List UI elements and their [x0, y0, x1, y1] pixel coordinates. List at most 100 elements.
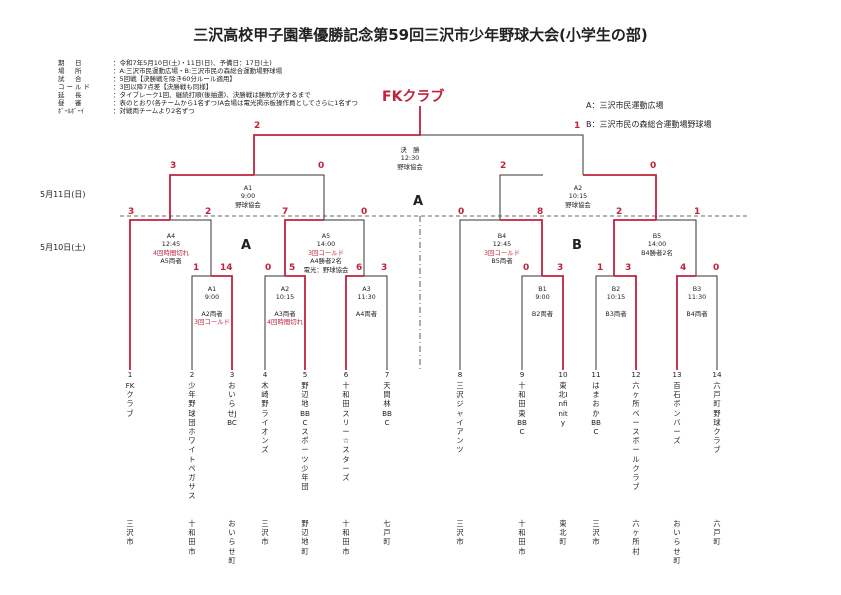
- match-note: 3回コールド: [193, 318, 231, 327]
- team-name: はまおかBBC: [591, 381, 601, 437]
- match-time: 9:00: [204, 293, 220, 302]
- match-id: B4: [497, 232, 507, 240]
- team-number: 6: [343, 370, 349, 379]
- match-r1-a3: A3 11:30 A4両者: [346, 285, 387, 318]
- team-city: 十和田市: [342, 519, 350, 556]
- match-time: 14:00: [647, 240, 667, 249]
- match-time: 10:15: [568, 192, 588, 201]
- match-note: 4回時間切れ: [152, 248, 190, 257]
- score-ra3-right: 3: [381, 263, 388, 273]
- info-value: ：A:三沢市民運動広場・B:三沢市民の森総合運動場野球場: [113, 67, 283, 75]
- score-ra3-left: 6: [356, 263, 363, 273]
- match-umpire: 野球協会: [235, 200, 261, 209]
- match-a1-top: A1 9:00 野球協会: [218, 184, 278, 209]
- match-umpire: B4両者: [686, 309, 708, 318]
- score-rb1-right: 3: [557, 263, 564, 273]
- team-name: 六戸町野球クラブ: [713, 381, 721, 455]
- match-umpire: B5両者: [491, 257, 513, 266]
- match-umpire: B3両者: [605, 309, 627, 318]
- score-b4-right: 8: [537, 207, 544, 217]
- info-label: ﾎﾞｰﾙﾎﾞｰｲ: [58, 107, 84, 115]
- team-city: 東北町: [559, 519, 567, 547]
- match-a5: A5 14:00 3回コールド A4勝者2名 電光：野球協会: [290, 232, 362, 274]
- team-name: 東北Infinity: [558, 381, 568, 427]
- match-note: 3回コールド: [483, 248, 521, 257]
- match-time: 11:30: [357, 293, 376, 302]
- match-id: B5: [652, 232, 662, 240]
- team-number: 8: [457, 370, 463, 379]
- match-id: A1: [243, 184, 253, 192]
- score-a5-left: 7: [282, 207, 289, 217]
- team-name: 木崎野ライオンズ: [261, 381, 269, 455]
- match-umpire: A2両者: [201, 309, 223, 318]
- score-sf2-left: 2: [500, 161, 507, 171]
- match-time: 10:15: [275, 293, 295, 302]
- team-number: 2: [189, 370, 195, 379]
- team-number: 4: [262, 370, 268, 379]
- score-ra1-left: 1: [193, 263, 200, 273]
- match-r1-a2: A2 10:15 A3両者 4回時間切れ: [265, 285, 305, 327]
- score-final-left: 2: [254, 121, 261, 131]
- match-time: 14:00: [316, 240, 336, 249]
- info-value: ：対戦両チームより2名ずつ: [113, 107, 195, 115]
- team-name: 六ヶ所ベースボールクラブ: [632, 381, 640, 492]
- match-note: 4回時間切れ: [266, 318, 304, 327]
- score-ra1-right: 14: [220, 263, 233, 273]
- match-umpire: A3両者: [274, 309, 296, 318]
- info-value: ：令和7年5月10日(土)・11日(日)、予備日：17日(土): [113, 59, 272, 67]
- match-umpire: A5両者: [160, 257, 182, 266]
- score-b5-left: 2: [616, 207, 623, 217]
- team-name: 百石ボンバーズ: [673, 381, 681, 446]
- team-number: 10: [558, 370, 568, 379]
- match-time: 12:30: [400, 154, 420, 163]
- team-city: 野辺地町: [301, 519, 309, 556]
- match-time: 9:00: [240, 192, 256, 201]
- info-label: 延 長: [58, 91, 84, 99]
- score-final-right: 1: [574, 121, 581, 131]
- match-umpire: A4勝者2名: [310, 257, 342, 266]
- team-number: 9: [519, 370, 525, 379]
- champion-name: FKクラブ: [382, 89, 445, 105]
- venue-legend-a: A：三沢市民運動広場: [586, 101, 664, 110]
- team-name: FKクラブ: [125, 381, 135, 418]
- score-sf1-right: 0: [318, 161, 325, 171]
- date-day2: 5月11日(日): [40, 190, 86, 199]
- team-city: 六戸町: [713, 519, 721, 547]
- match-id: B3: [692, 285, 702, 293]
- team-name: おいらせJBC: [227, 381, 237, 427]
- match-time: 9:00: [535, 293, 550, 302]
- info-block: 期 日 ：令和7年5月10日(土)・11日(日)、予備日：17日(土) 場 所 …: [58, 59, 388, 120]
- score-rb2-right: 3: [625, 263, 632, 273]
- venue-label-a: A: [241, 238, 252, 253]
- match-b5: B5 14:00 B4勝者2名: [627, 232, 687, 257]
- page-title: 三沢高校甲子園準優勝記念第59回三沢市少年野球大会(小学生の部): [193, 26, 648, 44]
- match-r1-b2: B2 10:15 B3両者: [596, 285, 636, 318]
- match-umpire: 野球協会: [397, 162, 423, 171]
- team-name: 十和田東BBC: [517, 381, 527, 437]
- score-ra2-left: 0: [265, 263, 272, 273]
- match-time: 12:45: [161, 240, 181, 249]
- match-id: 決 勝: [400, 146, 420, 154]
- score-rb3-left: 4: [680, 263, 687, 273]
- team-city: 三沢市: [592, 519, 600, 547]
- team-city: 六ヶ所村: [632, 519, 640, 556]
- match-time: 12:45: [492, 240, 512, 249]
- venue-label-b: B: [572, 238, 582, 253]
- match-id: A2: [280, 285, 290, 293]
- score-rb1-left: 0: [523, 263, 530, 273]
- score-ra2-right: 5: [289, 263, 296, 273]
- score-sf2-right: 0: [650, 161, 657, 171]
- match-id: B2: [611, 285, 621, 293]
- team-city: 三沢市: [261, 519, 269, 547]
- team-name: 天間林BBC: [382, 381, 392, 427]
- team-number: 14: [712, 370, 722, 379]
- team-number: 1: [127, 370, 133, 379]
- info-value: ：表のとおり(各チームから1名ずつ)A会場は電光掲示板操作員としてさらに1名ずつ: [113, 99, 358, 107]
- team-name: 三沢ジャイアンツ: [456, 381, 464, 455]
- info-label: 場 所: [58, 67, 84, 75]
- team-city: 十和田市: [188, 519, 196, 556]
- match-a4: A4 12:45 4回時間切れ A5両者: [141, 232, 201, 266]
- team-city: 十和田市: [518, 519, 526, 556]
- score-rb3-right: 0: [713, 263, 720, 273]
- team-number: 13: [672, 370, 682, 379]
